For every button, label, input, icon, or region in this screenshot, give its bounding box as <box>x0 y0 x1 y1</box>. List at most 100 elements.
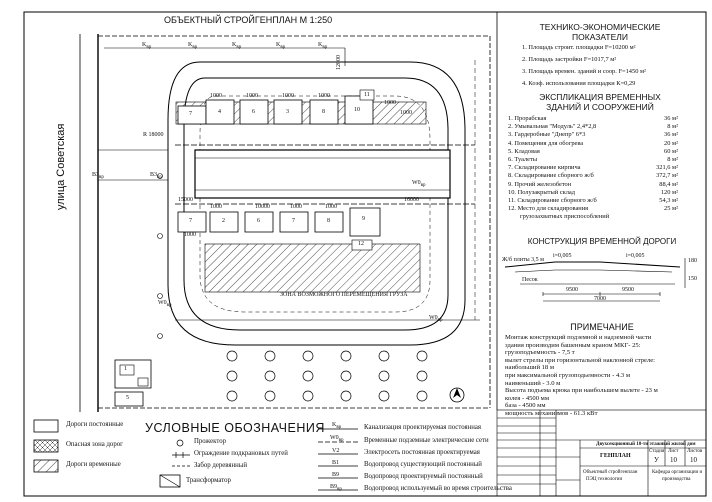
temporary-road-outer <box>167 61 466 346</box>
expl-row-name: 7. Складирование кирпича <box>508 164 581 172</box>
legend-temp-electric: Временные подземные электрические сети <box>364 437 489 444</box>
legend-code-2: W0вр <box>330 435 344 444</box>
expl-title-line-1: ЭКСПЛИКАЦИЯ ВРЕМЕННЫХ <box>539 92 661 102</box>
expl-row-value: 60 м² <box>664 147 678 155</box>
expl-row-value: 25 м² <box>664 205 678 213</box>
bldg-top-5: 8 <box>322 109 325 115</box>
tep-item-3: 3. Площадь времен. зданий и соор. F=1450… <box>522 68 646 75</box>
dim-4: 1000 <box>318 93 330 99</box>
w0-label-1: W0вр <box>412 180 426 189</box>
legend-code-6: B9вр <box>330 484 342 493</box>
tep-title-line-1: ТЕХНИКО-ЭКОНОМИЧЕСКИЕ <box>539 22 661 32</box>
tb-sheet: 10 <box>670 456 677 464</box>
legend-swatch-temporary-road <box>33 459 59 473</box>
dim-6: 1000 <box>400 110 412 116</box>
expl-row-value: 54,3 м² <box>659 197 678 205</box>
expl-row-8: 8. Складирование сборного ж/б 372,7 м² <box>508 172 678 180</box>
expl-row-value: 120 м² <box>660 188 678 196</box>
legend-danger-zone: Опасная зона дорог <box>66 441 123 448</box>
note-line-10: база - 4500 мм <box>505 402 546 410</box>
w0-label-3: W0вр <box>158 300 172 309</box>
bldg-bottom-5: 8 <box>327 218 330 224</box>
temp-structures-bottom <box>177 207 381 251</box>
note-line-7: наименьший - 3.0 м <box>505 379 561 387</box>
tb-left-caption-2: ПЭЦ технологии <box>586 477 623 482</box>
legend-water-projected: Водопровод проектируемый постоянный <box>364 473 483 480</box>
expl-row-value: 20 м² <box>664 139 678 147</box>
cable-label-2: Kвр <box>188 42 198 51</box>
notes-text: Монтаж конструкций подземной и надземной… <box>505 334 701 418</box>
cable-label-5: Kвр <box>318 42 328 51</box>
expl-row-name: 8. Складирование сборного ж/б <box>508 172 594 180</box>
title-block <box>496 409 707 497</box>
tb-sheets-head: Листов <box>687 449 703 454</box>
b3-label-1: B3вр <box>92 172 104 181</box>
road-dim-left: 9500 <box>566 287 578 293</box>
legend-code-3: V2 <box>332 448 340 454</box>
legend-code-1: Kвр <box>332 422 342 431</box>
temp-structures-top <box>177 89 375 125</box>
bldg-bottom-2: 2 <box>222 218 225 224</box>
crane-radius-label: R 18000 <box>143 132 164 138</box>
road-dim-h1: 180 <box>688 258 697 264</box>
note-line-8: Высота подъема крюка при наибольшем выле… <box>505 387 658 395</box>
dim-5: 1000 <box>384 100 396 106</box>
bldg-bottom-3: 6 <box>257 218 260 224</box>
legend-wooden-fence: Забор деревянный <box>194 462 247 469</box>
legend-permanent-electric: Электросеть постоянная проектируемая <box>364 449 480 456</box>
expl-row-name: 1. Прорабская <box>508 115 547 122</box>
bldg-bottom-4: 7 <box>292 218 295 224</box>
tep-item-4: 4. Коэф. использования площадки К=0,29 <box>522 80 636 87</box>
dim-13: 1000 <box>325 204 337 210</box>
tep-item-2: 2. Площадь застройки F=1017,7 м² <box>522 56 617 63</box>
dim-2: 1000 <box>246 93 258 99</box>
bldg-top-3: 6 <box>252 109 255 115</box>
cable-label-1: Kвр <box>142 42 152 51</box>
tep-title-line-2: ПОКАЗАТЕЛИ <box>572 32 628 42</box>
legend-transformer: Трансформатор <box>186 477 231 484</box>
expl-row-name: 10. Полузакрытый склад <box>508 188 575 196</box>
note-line-11: мощность механизмов - 61.3 кВт <box>505 409 598 417</box>
floodlights <box>226 350 428 402</box>
road-dim-total: 7000 <box>594 296 606 302</box>
plan-title: ОБЪЕКТНЫЙ СТРОЙГЕНПЛАН М 1:250 <box>164 15 333 25</box>
bldg-top-6: 10 <box>354 107 360 113</box>
expl-title: ЭКСПЛИКАЦИЯ ВРЕМЕННЫХ ЗДАНИЙ И СООРУЖЕНИ… <box>510 92 690 112</box>
note-line-6: при максимальной грузоподьемности - 4.3 … <box>505 371 631 379</box>
dim-9: 16000 <box>404 197 419 203</box>
expl-row-name: 11. Складирование сборного ж/б <box>508 197 597 205</box>
cable-label-4: Kвр <box>276 42 286 51</box>
expl-row-5: 5. Кладовая 60 м² <box>508 148 678 156</box>
legend-floodlight: Прожектор <box>194 438 227 445</box>
road-slope-left: i=0,005 <box>553 253 572 259</box>
expl-row-value: 372,7 м² <box>656 172 678 180</box>
road-sand-label: Песок <box>522 277 538 283</box>
expl-list: 1. Прорабская 36 м² 2. Умывальная "Модуль… <box>508 115 678 222</box>
expl-row-name: 3. Гардеробные "Днепр" 6*3 <box>508 131 586 139</box>
bldg-bottom-1: 7 <box>189 218 192 224</box>
expl-row-name: 5. Кладовая <box>508 147 540 155</box>
tb-sheets: 10 <box>690 456 697 464</box>
expl-row-value: 36 м² <box>664 115 678 122</box>
note-line-9: колея - 4500 мм <box>505 394 550 402</box>
legend-swatch-permanent-road <box>33 419 59 433</box>
expl-row-1: 1. Прорабская 36 м² <box>508 115 678 123</box>
note-line-4: вылет стрелы при горизонтальной наклонно… <box>505 356 656 364</box>
expl-row-value: 8 м² <box>667 156 678 164</box>
tb-sheet-head: Лист <box>668 449 679 454</box>
dim-1: 1000 <box>210 93 222 99</box>
building-main <box>194 149 451 199</box>
bldg-top-1: 7 <box>189 111 192 117</box>
dim-12: 1000 <box>290 204 302 210</box>
expl-row-13: грузозахватных приспособлений <box>508 213 678 221</box>
expl-row-name: 12. Место для складирования <box>508 205 589 213</box>
legend-permanent-road: Дороги постоянные <box>66 421 124 428</box>
legend-floodlight-icon <box>176 439 184 447</box>
road-title: КОНСТРУКЦИЯ ВРЕМЕННОЙ ДОРОГИ <box>527 237 677 246</box>
